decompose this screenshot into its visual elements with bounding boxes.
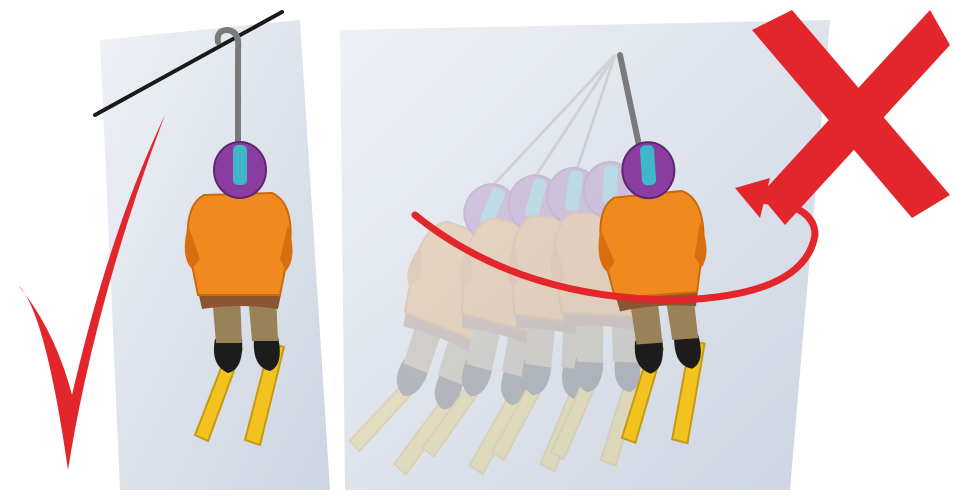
ski-lift-illustration	[0, 0, 953, 500]
illustration	[0, 0, 953, 500]
